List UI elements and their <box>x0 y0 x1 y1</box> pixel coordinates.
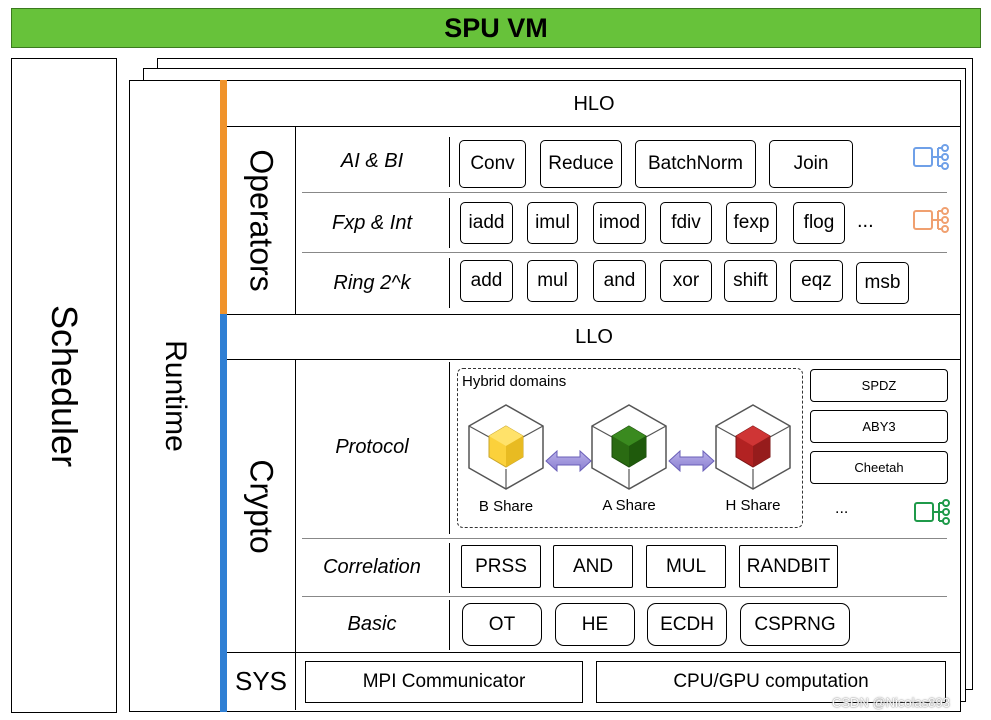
diagram-icon-fxp <box>913 207 949 233</box>
crypto-label: Crypto <box>243 458 280 554</box>
row-sep-correlation <box>449 543 450 593</box>
hybrid-domains-graphic <box>468 404 791 490</box>
llo-label: LLO <box>575 325 613 348</box>
llo-bottom-line <box>227 359 961 360</box>
hybrid-domains-box <box>457 368 803 528</box>
operators-divider <box>295 127 296 314</box>
h-share-label: H Share <box>725 497 781 514</box>
title-text: SPU VM <box>444 12 548 43</box>
runtime-label: Runtime <box>159 340 192 452</box>
protocol-aby3: ABY3 <box>810 410 948 443</box>
row-divider-3 <box>302 538 947 539</box>
op-conv: Conv <box>459 140 526 188</box>
crypto-accent-bar <box>220 314 227 712</box>
op-shift: shift <box>724 260 777 302</box>
row-label-basic: Basic <box>347 612 397 635</box>
sys-cpu-gpu: CPU/GPU computation <box>596 661 946 703</box>
operators-label-area: Operators <box>227 127 295 314</box>
row-divider-4 <box>302 596 947 597</box>
hlo-label: HLO <box>573 92 615 115</box>
op-fexp: fexp <box>726 202 777 244</box>
arrow-a-h <box>668 449 715 473</box>
h-share-cube <box>715 404 791 490</box>
corr-randbit: RANDBIT <box>739 545 838 588</box>
row-sep-fxp-int <box>449 198 450 248</box>
row-label-ai-bi: AI & BI <box>340 149 404 172</box>
watermark: CSDN @Nicolas893 <box>832 695 950 710</box>
protocols-ellipsis: ... <box>835 500 849 517</box>
diagram-icon-ai <box>913 144 949 170</box>
row-label-protocol: Protocol <box>335 435 409 458</box>
row-label-fxp-int: Fxp & Int <box>331 211 413 234</box>
sys-label: SYS <box>234 666 288 696</box>
corr-prss: PRSS <box>461 545 541 588</box>
fxp-ellipsis: ... <box>857 210 874 232</box>
llo-layer: LLO <box>227 315 961 359</box>
row-sep-basic <box>449 600 450 650</box>
op-batchnorm: BatchNorm <box>635 140 756 188</box>
basic-ot: OT <box>462 603 542 646</box>
crypto-label-area: Crypto <box>227 360 295 652</box>
row-divider-1 <box>302 192 947 193</box>
op-flog: flog <box>793 202 845 244</box>
b-share-label: B Share <box>478 498 534 515</box>
runtime-label-area: Runtime <box>131 80 219 712</box>
title-bar: SPU VM <box>11 8 981 48</box>
op-join: Join <box>769 140 853 188</box>
basic-csprng: CSPRNG <box>740 603 850 646</box>
sys-mpi-communicator: MPI Communicator <box>305 661 583 703</box>
diagram-icon-protocol <box>914 499 950 525</box>
scheduler-label: Scheduler <box>44 304 86 467</box>
basic-ecdh: ECDH <box>647 603 727 646</box>
op-and: and <box>593 260 646 302</box>
op-msb: msb <box>856 262 909 304</box>
sys-divider <box>295 653 296 710</box>
op-fdiv: fdiv <box>660 202 712 244</box>
op-add: add <box>460 260 513 302</box>
row-sep-ring <box>449 258 450 308</box>
corr-and: AND <box>553 545 633 588</box>
op-iadd: iadd <box>460 202 513 244</box>
operators-bottom-line <box>227 314 961 315</box>
hlo-bottom-line <box>227 126 961 127</box>
hybrid-domains-title: Hybrid domains <box>462 373 567 390</box>
a-share-label: A Share <box>602 497 656 514</box>
corr-mul: MUL <box>646 545 726 588</box>
row-label-correlation: Correlation <box>323 555 421 578</box>
operators-accent-bar <box>220 80 227 314</box>
op-imul: imul <box>527 202 578 244</box>
protocol-cheetah: Cheetah <box>810 451 948 484</box>
op-imod: imod <box>593 202 646 244</box>
protocol-spdz: SPDZ <box>810 369 948 402</box>
op-xor: xor <box>660 260 712 302</box>
op-mul: mul <box>527 260 578 302</box>
op-eqz: eqz <box>790 260 843 302</box>
row-sep-protocol <box>449 362 450 534</box>
hlo-layer: HLO <box>227 82 961 126</box>
row-label-ring: Ring 2^k <box>333 271 411 294</box>
crypto-bottom-line <box>227 652 961 653</box>
operators-label: Operators <box>243 149 280 292</box>
row-sep-ai-bi <box>449 137 450 187</box>
b-share-cube <box>468 404 544 490</box>
arrow-b-a <box>545 449 592 473</box>
row-divider-2 <box>302 252 947 253</box>
op-reduce: Reduce <box>540 140 622 188</box>
scheduler-panel: Scheduler <box>11 58 117 713</box>
basic-he: HE <box>555 603 635 646</box>
a-share-cube <box>591 404 667 490</box>
crypto-divider <box>295 360 296 652</box>
